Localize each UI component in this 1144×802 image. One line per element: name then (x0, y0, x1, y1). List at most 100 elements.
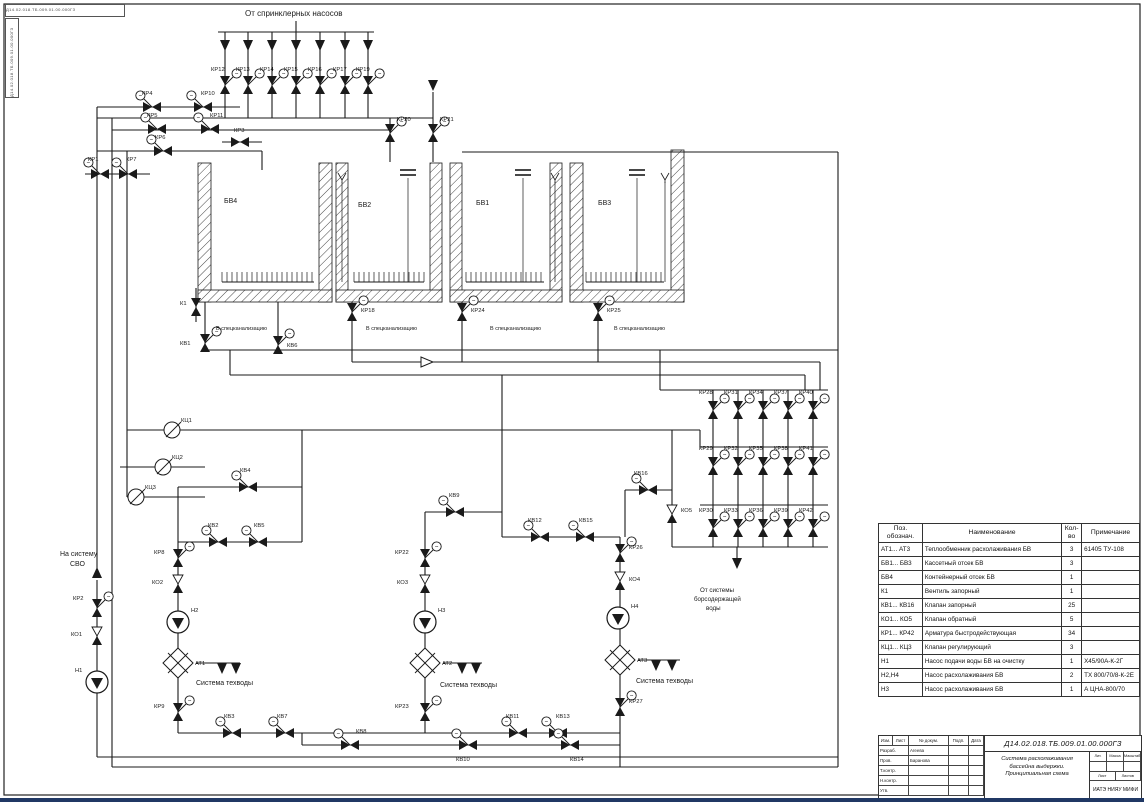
component-label: АТ2 (442, 661, 452, 667)
drawing-title: Система расхолаживания бассейна выдержки… (984, 752, 1089, 798)
spec-cell: Клапан обратный (921, 611, 1063, 627)
component-label: КР17 (333, 67, 347, 73)
spec-cell: 61405 ТУ-108 (1081, 541, 1140, 557)
component-label: КР21 (440, 117, 454, 123)
diagram-label: Система техводы (440, 682, 497, 689)
spec-cell (1081, 597, 1140, 613)
title-block-header-cell: Подп. (949, 736, 969, 746)
title-block-sign-cell (949, 776, 969, 786)
component-label: КР38 (774, 446, 788, 452)
component-label: Н3 (438, 608, 445, 614)
spec-cell (1081, 625, 1140, 641)
spec-cell: 3 (1061, 555, 1083, 571)
component-label: КВ9 (449, 493, 459, 499)
title-block-sign-cell (949, 766, 969, 776)
tank-bv4 (197, 162, 333, 303)
sheets-label: Листов (1116, 772, 1141, 780)
svg-text:~: ~ (306, 71, 310, 77)
actuated-valve-icon: ~КР36 (749, 508, 780, 537)
component-label: КР39 (774, 508, 788, 514)
actuated-valve-icon: ~КР35 (749, 446, 780, 475)
component-label: КВ12 (528, 518, 542, 524)
spec-cell: 1 (1061, 681, 1083, 697)
svg-text:~: ~ (798, 514, 802, 520)
component-label: КР16 (308, 67, 322, 73)
spec-cell: 34 (1061, 625, 1083, 641)
lit-label: Лит. (1090, 752, 1107, 761)
flow-arrow-icon (315, 40, 325, 51)
svg-text:~: ~ (400, 119, 404, 125)
component-label: КВ11 (506, 714, 519, 720)
scale-label: Масштаб (1124, 752, 1141, 761)
pump-icon: Н2 (166, 608, 198, 634)
spec-cell: БВ4 (878, 569, 923, 585)
svg-text:~: ~ (139, 93, 143, 99)
diagram-label: От спринклерных насосов (245, 9, 343, 18)
diagram-label: От системы (700, 587, 734, 594)
spec-cell: 3 (1061, 541, 1083, 557)
svg-text:~: ~ (442, 498, 446, 504)
svg-text:~: ~ (190, 93, 194, 99)
actuated-valve-icon: ~КВ12 (523, 518, 549, 542)
component-label: КЦ2 (172, 455, 183, 461)
component-label: КВ14 (570, 757, 584, 763)
actuated-valve-icon: ~КВ3 (215, 714, 241, 738)
svg-text:~: ~ (723, 514, 727, 520)
actuated-valve-icon: ~КР41 (799, 446, 830, 475)
spec-cell: 25 (1061, 597, 1083, 613)
diagram-label: В спецканализацию (490, 326, 541, 332)
flow-arrow-icon (457, 663, 467, 674)
component-label: КР29 (699, 446, 713, 452)
component-label: КР27 (629, 699, 643, 705)
actuated-valve-icon: ~КР27 (615, 690, 643, 716)
actuated-valve-icon: ~КР37 (774, 390, 805, 419)
title-block-name-cell: Агеева (909, 746, 949, 756)
diagram-label: БВ1 (476, 200, 489, 207)
svg-text:~: ~ (362, 298, 366, 304)
fuel-rack-icon (353, 272, 425, 283)
spec-cell: Насос расхолаживания БВ (921, 667, 1063, 683)
title-block-date-cell (969, 776, 984, 786)
component-label: КЦ1 (181, 418, 192, 424)
actuated-valve-icon: ~КВ7 (268, 714, 294, 738)
actuated-valve-icon: ~КР33 (724, 508, 755, 537)
actuated-valve-icon: ~КР30 (699, 508, 730, 537)
actuated-valve-icon: ~КР17 (333, 67, 362, 94)
actuated-valve-icon: ~КР29 (699, 446, 730, 475)
actuated-valve-icon: ~КР38 (774, 446, 805, 475)
component-label: КР40 (799, 390, 813, 396)
actuated-valve-icon: ~КВ5 (241, 523, 267, 547)
component-label: АТ3 (637, 658, 647, 664)
component-label: КР12 (211, 67, 225, 73)
svg-text:~: ~ (823, 514, 827, 520)
diagram-label: БВ3 (598, 200, 611, 207)
actuated-valve-icon: ~КР13 (236, 67, 265, 94)
actuated-valve-icon: ~КР24 (457, 295, 485, 321)
actuated-valve-icon: ~КР2 (73, 591, 114, 617)
actuated-valve-icon: ~КР7 (111, 157, 137, 179)
component-label: КВ13 (556, 714, 570, 720)
actuated-valve-icon: ~КР20 (385, 116, 411, 142)
control-valve-icon: КЦ1 (163, 418, 192, 439)
component-label: КО3 (397, 580, 408, 586)
component-label: КВ15 (579, 518, 593, 524)
component-label: КО5 (681, 508, 692, 514)
fuel-rack-icon (221, 272, 314, 283)
component-label: КР13 (236, 67, 250, 73)
drawing-title-line3: Принципиальная схема (1005, 771, 1069, 778)
component-label: КР4 (142, 91, 153, 97)
title-block-sign-cell (949, 746, 969, 756)
diagram-label: воды (706, 605, 721, 612)
actuated-valve-icon: ~КР10 (186, 90, 215, 112)
svg-text:~: ~ (107, 594, 111, 600)
spec-cell: КО1... КО5 (878, 611, 923, 627)
spec-cell: Вентиль запорный (921, 583, 1063, 599)
title-block-sign-cell (949, 756, 969, 766)
check-valve-icon: КО2 (152, 574, 184, 593)
spec-cell: Насос расхолаживания БВ (921, 681, 1063, 697)
svg-text:~: ~ (773, 514, 777, 520)
flow-arrow-icon (217, 663, 227, 674)
